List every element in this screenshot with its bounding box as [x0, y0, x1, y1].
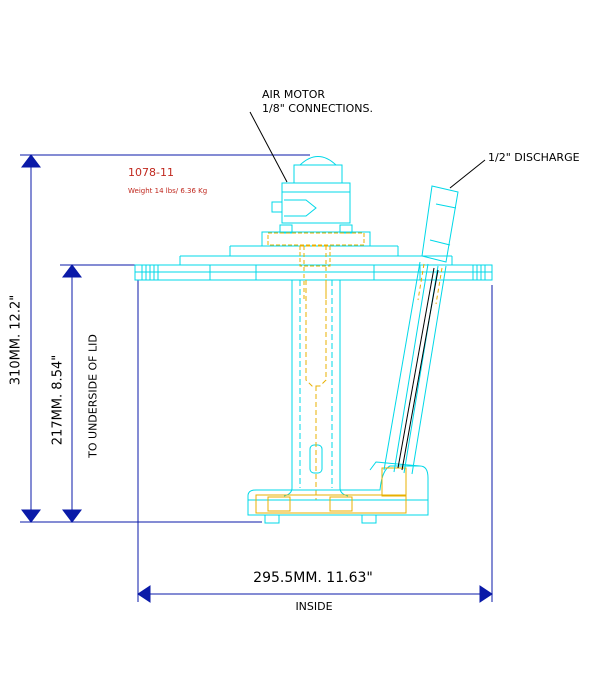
base-hidden [255, 467, 407, 514]
air-motor-callout-line1: AIR MOTOR [262, 88, 326, 101]
lid-height-dimension: 217MM. 8.54" [50, 354, 66, 446]
pump-base [247, 465, 429, 524]
lid-flange [134, 245, 493, 281]
discharge-hidden [417, 263, 443, 305]
dimension-lines [20, 154, 493, 603]
discharge-callout: 1/2" DISCHARGE [488, 151, 580, 164]
lid-height-note: TO UNDERSIDE OF LID [86, 334, 100, 458]
width-note: INSIDE [295, 600, 333, 613]
part-number: 1078-11 [128, 166, 174, 179]
part-weight: Weight 14 lbs/ 6.36 Kg [128, 187, 208, 195]
width-dimension: 295.5MM. 11.63" [253, 570, 373, 586]
shaft-column [283, 280, 349, 497]
shaft-hidden [305, 280, 327, 500]
leader-lines [249, 111, 486, 189]
air-motor-callout-line2: 1/8" CONNECTIONS. [262, 102, 374, 115]
discharge-centerline [397, 267, 439, 471]
air-motor [261, 156, 371, 247]
discharge-tube [369, 185, 459, 475]
motor-hidden-lines [267, 232, 365, 300]
overall-height-dimension: 310MM. 12.2" [8, 294, 24, 386]
